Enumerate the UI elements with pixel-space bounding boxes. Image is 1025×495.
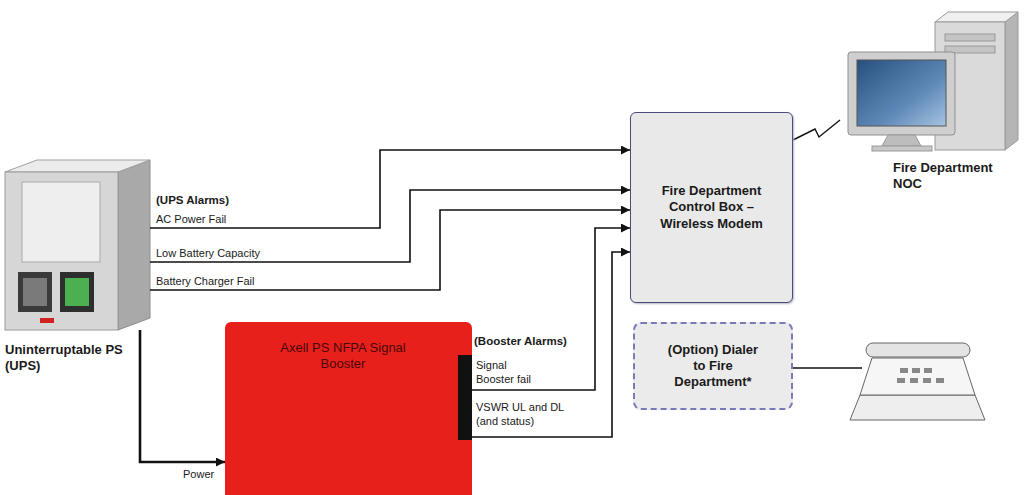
edge-label: AC Power Fail: [156, 212, 356, 226]
edge-label: Low Battery Capacity: [156, 246, 356, 260]
signal-connector: [793, 120, 840, 140]
edge-label: Battery Charger Fail: [156, 274, 356, 288]
noc-computer: Fire Department NOC: [840, 12, 1020, 200]
node-text: Axell PS NFPA Signal Booster: [273, 340, 413, 373]
group-label: (UPS Alarms): [156, 193, 229, 208]
signal-connector: [150, 210, 630, 290]
edge-label: Power: [183, 467, 223, 481]
node-text: Fire Department NOC: [893, 160, 1018, 193]
dialer-box: (Option) Dialer to Fire Department*: [633, 322, 793, 410]
node-text: Fire Department Control Box – Wireless M…: [647, 183, 777, 232]
signal-booster-box: Axell PS NFPA Signal Booster: [225, 322, 472, 495]
edge-label: Signal Booster fail: [476, 358, 542, 387]
ups-illustration: [5, 160, 150, 330]
phone-line: [793, 367, 862, 369]
connector-strip: [458, 355, 472, 440]
signal-connector: [472, 252, 630, 437]
signal-connector: [140, 330, 225, 462]
telephone-illustration: [793, 343, 985, 420]
computer-illustration: [848, 12, 1018, 151]
ups-unit: Uninterruptable PS (UPS): [0, 160, 150, 395]
signal-connector: [150, 190, 630, 262]
edge-label: VSWR UL and DL (and status): [476, 400, 578, 429]
group-label: (Booster Alarms): [474, 334, 567, 349]
signal-connector: [472, 228, 630, 390]
node-text: (Option) Dialer to Fire Department*: [666, 342, 760, 391]
node-text: Uninterruptable PS (UPS): [5, 342, 130, 375]
signal-connector: [150, 150, 630, 228]
control-box: Fire Department Control Box – Wireless M…: [630, 112, 793, 303]
